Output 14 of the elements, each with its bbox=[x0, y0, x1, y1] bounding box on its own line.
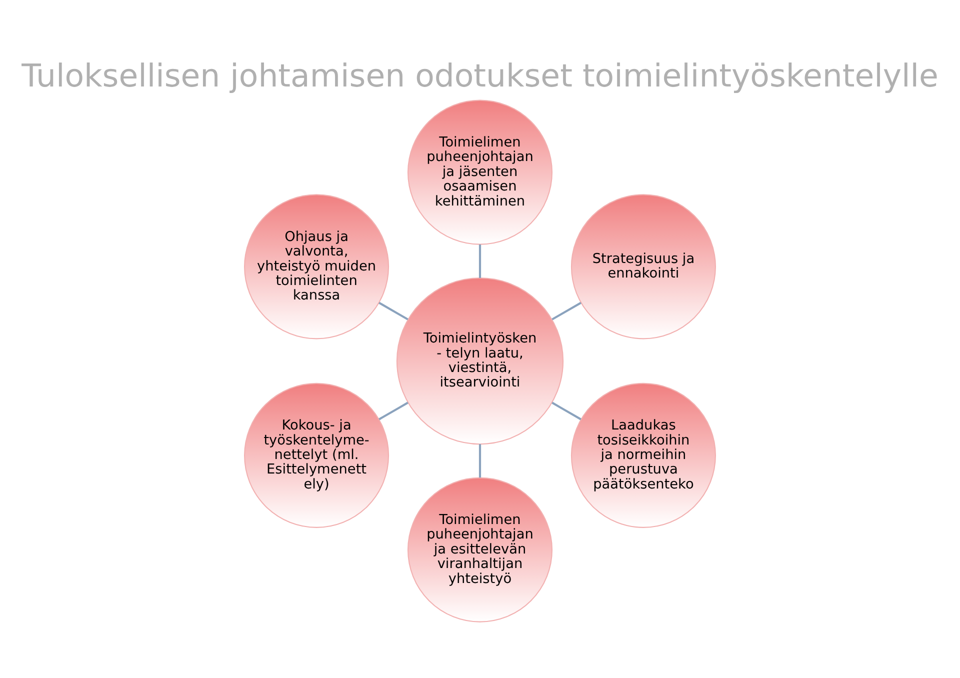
node-circle: Kokous- ja työskentelyme- nettelyt (ml. Esittelymenett ely) bbox=[244, 382, 390, 528]
diagram-title: Tuloksellisen johtamisen odotukset toimielintyöskentelylle bbox=[22, 58, 938, 94]
node-circle: Strategisuus ja ennakointi bbox=[570, 194, 716, 339]
node-circle: Laadukas tosiseikkoihin ja normeihin perustuva päätöksenteko bbox=[570, 382, 716, 528]
connector bbox=[552, 301, 582, 320]
connector bbox=[478, 444, 482, 478]
connector bbox=[378, 301, 408, 320]
connector bbox=[378, 401, 408, 420]
node-circle: Ohjaus ja valvonta, yhteistyö muiden toimielinten kanssa bbox=[244, 194, 390, 339]
connector bbox=[552, 401, 582, 420]
node-circle: Toimielimen puheenjohtajan ja esittelevän viranhaltijan yhteistyö bbox=[407, 476, 553, 622]
node-circle: Toimielimen puheenjohtajan ja jäsenten osaamisen kehittäminen bbox=[407, 99, 553, 244]
node-circle: Toimielintyösken- telyn laatu, viestintä, itsearviointi bbox=[396, 277, 564, 444]
connector bbox=[478, 244, 482, 278]
